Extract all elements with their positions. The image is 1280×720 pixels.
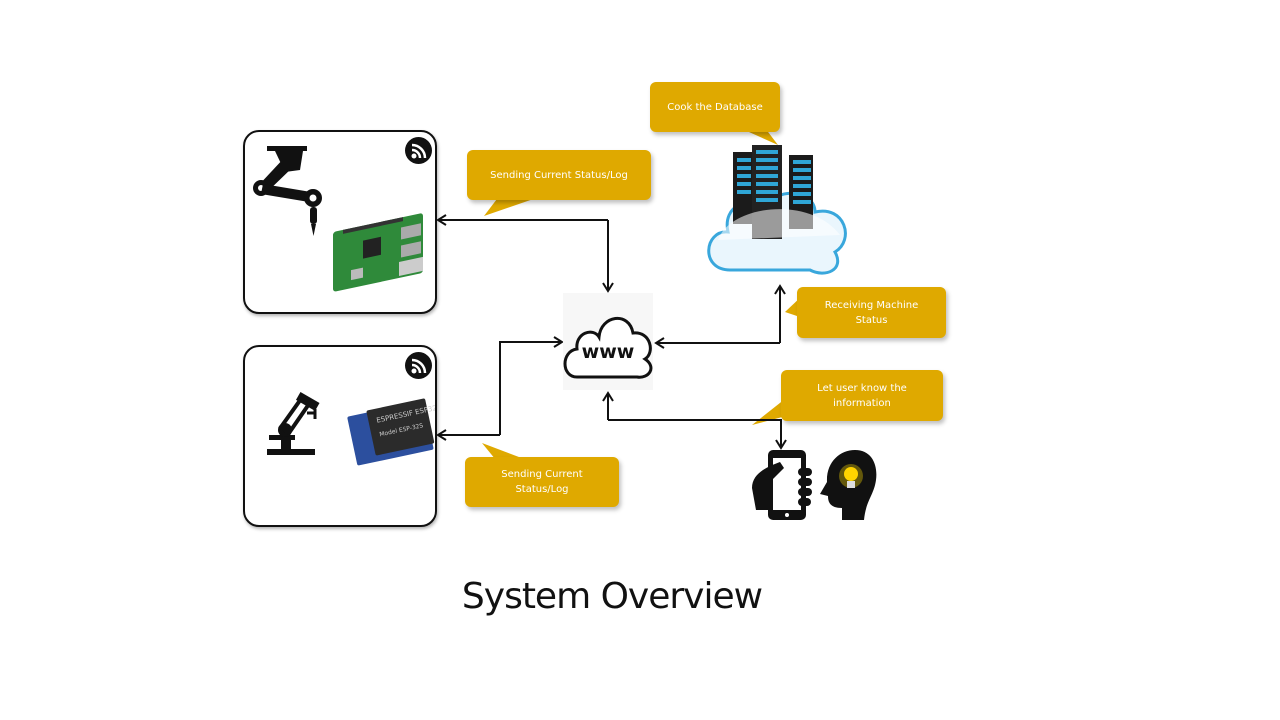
head-lightbulb-icon [820, 450, 877, 520]
raspberry-pi-board [333, 213, 423, 292]
server-rack-cloud-icon [707, 145, 847, 275]
callout-tail-notify [752, 395, 790, 425]
link-machine2-internet-up [499, 336, 564, 435]
internet-label: www [581, 341, 635, 363]
robot-arm-icon [253, 146, 322, 236]
callout-receive-status: Receiving Machine Status [797, 287, 946, 338]
cloud-icon [563, 316, 653, 379]
phone-in-hand-icon [752, 450, 812, 520]
machine-2-art: ESPRESSIF ESP32 Model ESP-32S [267, 392, 435, 466]
machine-1-node [243, 130, 437, 314]
esp32-module: ESPRESSIF ESP32 Model ESP-32S [347, 398, 435, 466]
wireless-icon [405, 137, 432, 164]
callout-tail-cook [740, 128, 778, 145]
callout-tail-send-1 [484, 195, 545, 216]
callout-send-status-1: Sending Current Status/Log [467, 150, 651, 200]
diagram-title: System Overview [461, 576, 763, 617]
callout-notify-user: Let user know the information [781, 370, 943, 421]
machine-2-node: ESPRESSIF ESP32 Model ESP-32S [243, 345, 437, 527]
callout-send-status-2: Sending Current Status/Log [465, 457, 619, 507]
wireless-icon [405, 352, 432, 379]
callout-cook-database: Cook the Database [650, 82, 780, 132]
machine-1-art [253, 146, 423, 292]
internet-node: www [563, 293, 653, 390]
robot-arm-icon [267, 392, 320, 455]
link-internet-user [608, 419, 787, 450]
